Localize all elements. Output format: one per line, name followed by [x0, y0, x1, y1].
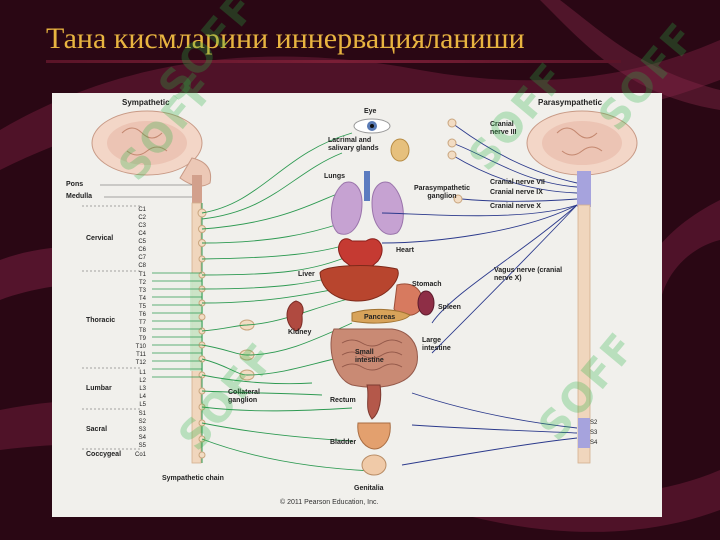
- pons-label: Pons: [66, 181, 84, 188]
- heart-label: Heart: [396, 247, 414, 254]
- segment-label: T9: [138, 336, 146, 342]
- sympathetic-chain-label: Sympathetic chain: [162, 475, 224, 482]
- segment-label: T11: [136, 352, 146, 358]
- segment-label: L5: [139, 402, 146, 408]
- genitalia-label: Genitalia: [354, 485, 384, 492]
- kidney-label: Kidney: [288, 329, 312, 336]
- segment-label: C2: [138, 215, 146, 221]
- sacral-label-right: S2: [590, 420, 598, 426]
- right-brain-illustration: [526, 110, 638, 207]
- segment-label: T8: [138, 328, 146, 334]
- left-brain-illustration: [91, 110, 212, 209]
- spleen-label: Spleen: [438, 304, 461, 311]
- title-underline: [46, 60, 621, 63]
- region-lumbar: Lumbar: [86, 385, 112, 392]
- small-intestine-label: Small intestine: [355, 349, 384, 364]
- eye-label: Eye: [364, 108, 377, 115]
- medulla-label: Medulla: [66, 193, 93, 200]
- region-sacral: Sacral: [86, 426, 108, 433]
- large-intestine-label: Large intestine: [422, 337, 451, 352]
- bladder-label: Bladder: [330, 439, 357, 446]
- collateral-ganglion-label: Collateral ganglion: [228, 389, 260, 404]
- stomach-label: Stomach: [412, 281, 442, 288]
- organ-illustrations: [286, 118, 435, 476]
- segment-label: C1: [138, 207, 146, 213]
- segment-label: L4: [139, 394, 146, 400]
- segment-label: T7: [138, 320, 146, 326]
- segment-label: C6: [138, 247, 146, 253]
- segment-label: S3: [138, 427, 146, 433]
- collateral-ganglia: [239, 319, 255, 381]
- segment-label: T4: [138, 296, 146, 302]
- segment-label: C4: [138, 231, 146, 237]
- cranial-nerve-iii-label: Cranial nerve III: [490, 121, 517, 136]
- cranial-nerve-ix-label: Cranial nerve IX: [490, 189, 543, 196]
- parasympathetic-fibers: [381, 122, 578, 466]
- copyright-notice: © 2011 Pearson Education, Inc.: [280, 499, 379, 506]
- segment-label: T6: [138, 312, 146, 318]
- segment-label: L3: [139, 386, 146, 392]
- segment-label: S1: [138, 411, 146, 417]
- figure-illustration: [82, 110, 638, 476]
- segment-label: Co1: [134, 452, 146, 458]
- segment-label: T2: [138, 280, 146, 286]
- rectum-label: Rectum: [330, 397, 356, 404]
- lacrimal-label: Lacrimal and salivary glands: [328, 137, 379, 152]
- sympathetic-heading: Sympathetic: [122, 98, 170, 107]
- segment-label: L2: [139, 378, 146, 384]
- parasympathetic-ganglia: [447, 118, 463, 204]
- segment-label: T5: [138, 304, 146, 310]
- segment-label: C8: [138, 263, 146, 269]
- segment-label: T3: [138, 288, 146, 294]
- region-coccygeal: Coccygeal: [86, 451, 122, 458]
- lungs-label: Lungs: [324, 173, 345, 180]
- cranial-nerve-x-label: Cranial nerve X: [490, 203, 541, 210]
- segment-label: C5: [138, 239, 146, 245]
- liver-label: Liver: [298, 271, 315, 278]
- vagus-nerve-label: Vagus nerve (cranial nerve X): [494, 267, 563, 282]
- right-spinal-cord: [577, 204, 591, 464]
- parasympathetic-ganglion-label: Parasympathetic ganglion: [413, 185, 471, 200]
- autonomic-nervous-system-figure: Sympathetic Parasympathetic Pons Medulla…: [52, 93, 662, 517]
- segment-label: T12: [135, 360, 146, 366]
- pancreas-label: Pancreas: [364, 314, 396, 321]
- segment-label: C3: [138, 223, 146, 229]
- segment-label: T10: [135, 344, 146, 350]
- sacral-label-right: S3: [590, 430, 598, 436]
- sacral-label-right: S4: [590, 440, 598, 446]
- segment-label: T1: [138, 272, 146, 278]
- region-cervical: Cervical: [86, 235, 114, 242]
- segment-label: S2: [138, 419, 146, 425]
- segment-label: S4: [138, 435, 146, 441]
- parasympathetic-heading: Parasympathetic: [538, 98, 603, 107]
- region-thoracic: Thoracic: [86, 317, 116, 324]
- slide-title: Тана кисмларини иннервацияланиши: [46, 22, 525, 55]
- segment-label: S5: [138, 443, 146, 449]
- cranial-nerve-vii-label: Cranial nerve VII: [490, 179, 545, 186]
- sympathetic-preganglionic-stubs: [152, 272, 202, 378]
- segment-label: C7: [138, 255, 146, 261]
- segment-label: L1: [139, 370, 146, 376]
